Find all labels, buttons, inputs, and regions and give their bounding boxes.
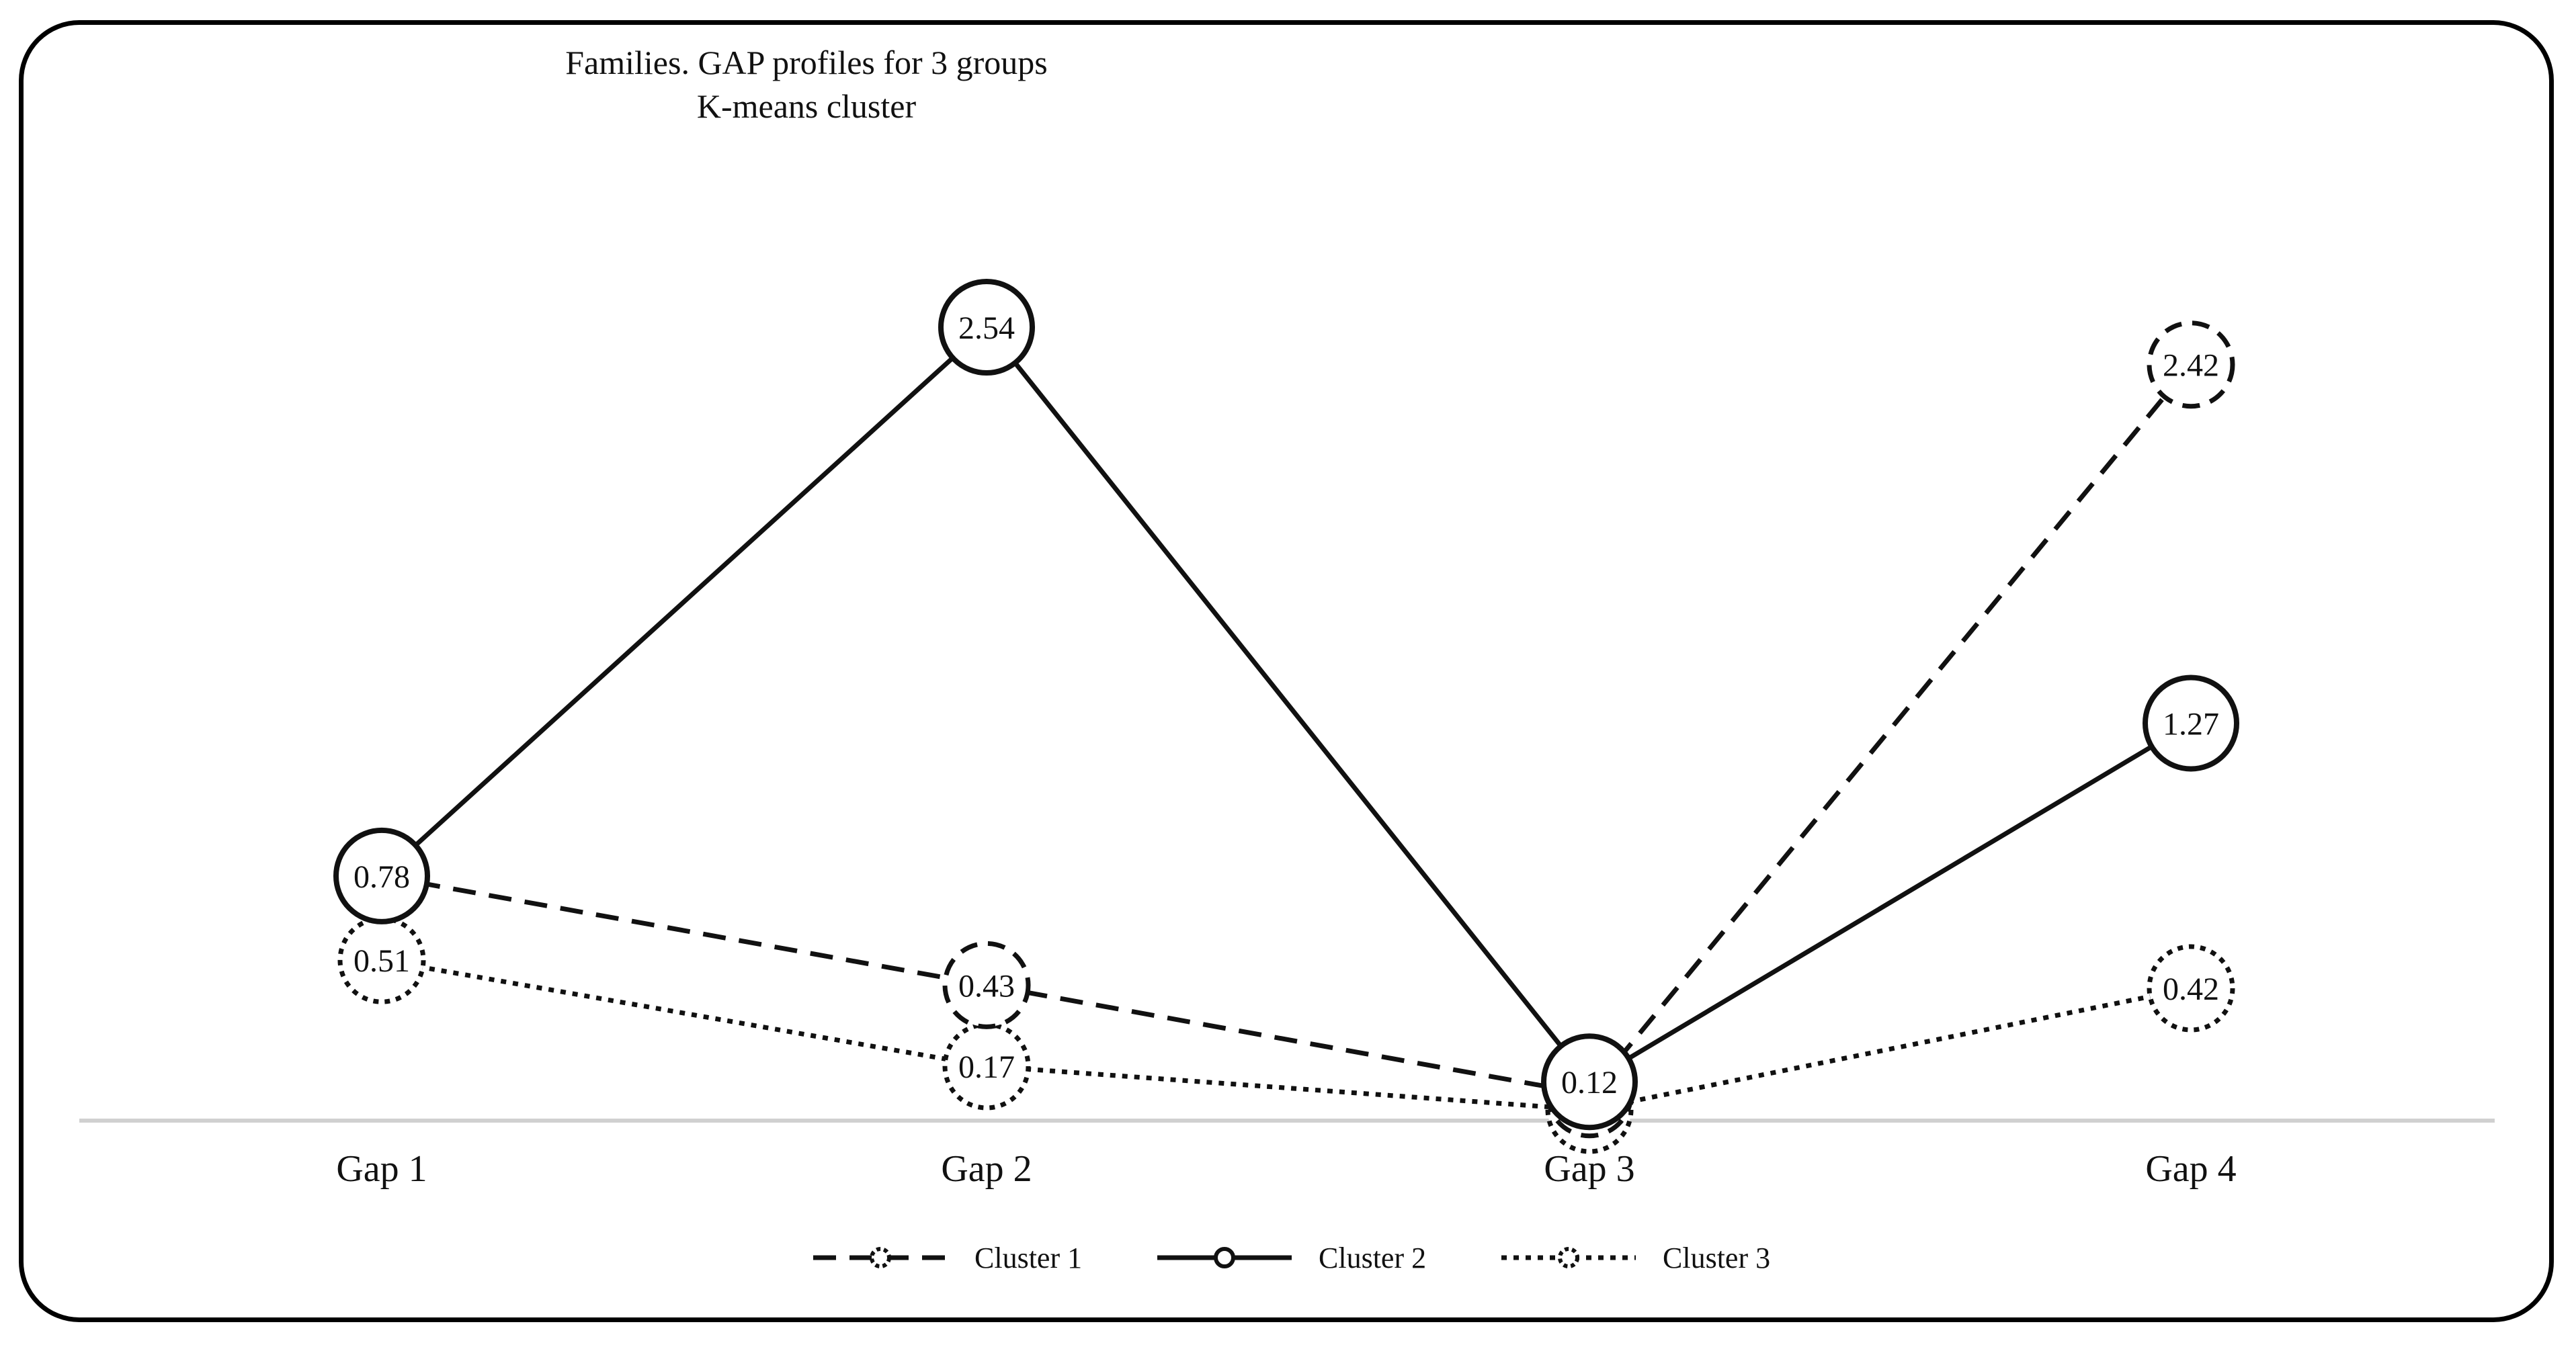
series-1-point-2 (942, 941, 1031, 1029)
chart-subtitle: K-means cluster (697, 87, 917, 125)
series-3-point-4 (2147, 944, 2235, 1033)
series-layer: 0.510.170.030.420.780.430.082.420.782.54… (333, 279, 2239, 1154)
series-2-line (380, 323, 2192, 1085)
legend-item-2: Cluster 2 (1157, 1242, 1426, 1274)
legend-label-2: Cluster 2 (1319, 1242, 1426, 1274)
series-1-value-label-4: 2.42 (2163, 348, 2219, 384)
series-3-line (381, 957, 2192, 1113)
series-2-value-label-4: 1.27 (2163, 706, 2219, 742)
series-3-path (381, 957, 2192, 1113)
series-2-value-label-1: 0.78 (354, 859, 410, 895)
series-1-path (381, 363, 2193, 1097)
legend-swatch-marker-2 (1214, 1247, 1235, 1268)
legend-swatch-marker-3 (1558, 1247, 1579, 1268)
legend-swatch-marker-1 (870, 1247, 891, 1268)
x-tick-label-4: Gap 4 (2145, 1148, 2236, 1190)
series-2-point-1 (333, 827, 430, 924)
x-tick-label-2: Gap 2 (941, 1148, 1032, 1190)
legend-label-3: Cluster 3 (1663, 1242, 1770, 1274)
series-3-value-label-2: 0.17 (958, 1049, 1015, 1085)
legend: Cluster 1 Cluster 2 Cluster 3 (813, 1242, 1770, 1274)
series-2-value-label-3: 0.12 (1561, 1065, 1618, 1100)
series-2-markers: 0.78 2.54 0.12 1.27 (333, 279, 2239, 1131)
series-2-path (380, 323, 2192, 1085)
series-2-value-label-2: 2.54 (958, 310, 1015, 346)
chart-frame (19, 20, 2554, 1322)
series-2-point-2 (938, 279, 1035, 376)
x-tick-label-1: Gap 1 (336, 1148, 427, 1190)
series-3-value-label-1: 0.51 (354, 943, 410, 979)
series-1-point-4 (2147, 320, 2235, 409)
x-tick-labels: Gap 1 Gap 2 Gap 3 Gap 4 (336, 1148, 2236, 1190)
x-tick-label-3: Gap 3 (1544, 1148, 1634, 1190)
series-2-point-4 (2143, 675, 2239, 772)
legend-label-1: Cluster 1 (974, 1242, 1082, 1274)
series-3-value-label-4: 0.42 (2163, 971, 2219, 1007)
series-1-line (381, 363, 2193, 1097)
series-1-value-label-2: 0.43 (958, 968, 1015, 1004)
legend-item-3: Cluster 3 (1501, 1242, 1770, 1274)
chart-title: Families. GAP profiles for 3 groups (565, 44, 1048, 81)
series-2-point-3 (1541, 1033, 1638, 1131)
legend-item-1: Cluster 1 (813, 1242, 1082, 1274)
series-1-markers: 0.780.430.082.42 (337, 320, 2235, 1139)
